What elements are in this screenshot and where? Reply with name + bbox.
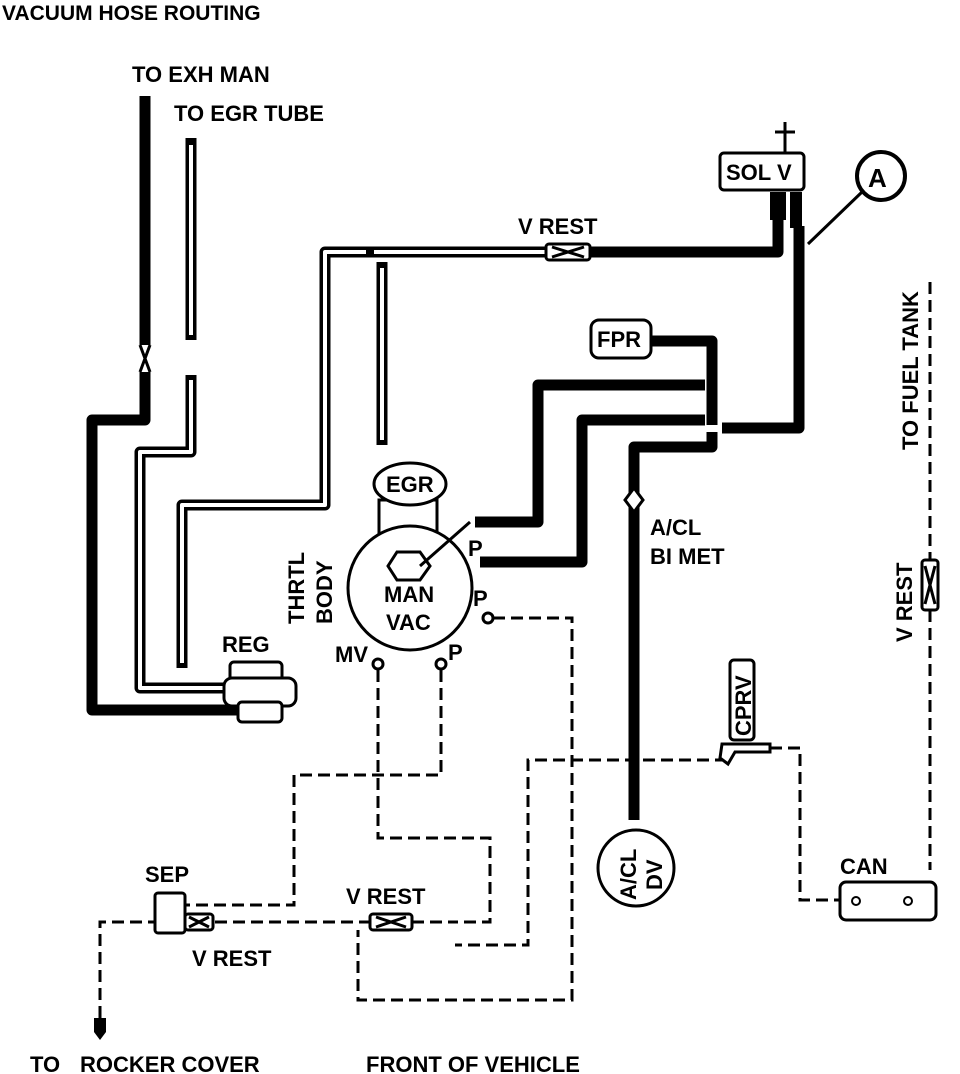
hose-fpr-to-junction	[651, 335, 718, 425]
dash-sep-to-rocker	[98, 920, 160, 1020]
sol-v-port-right	[790, 192, 802, 228]
fpr-label: FPR	[597, 327, 641, 352]
port-p3	[434, 657, 448, 671]
mv-label: MV	[335, 642, 368, 667]
cprv-fitting	[718, 742, 772, 767]
can-label: CAN	[840, 854, 888, 879]
acl-dv-label-1: A/CL	[616, 849, 641, 900]
dash-p3-to-sep	[186, 670, 443, 907]
reg-bottom	[236, 700, 284, 724]
dash-mv-to-vrest-mid	[376, 670, 492, 924]
v-rest-top-label: V REST	[518, 214, 598, 239]
hose-exh-man-pinch	[138, 344, 152, 373]
to-egr-tube-label: TO EGR TUBE	[174, 101, 324, 126]
marker-a-leader	[806, 190, 864, 246]
sol-v-port-left	[770, 192, 786, 220]
cprv-label: CPRV	[731, 675, 756, 736]
dash-port-p4-to-front	[356, 616, 574, 1002]
to-fuel-tank-label: TO FUEL TANK	[898, 291, 923, 450]
hose-exh-man-to-reg	[86, 96, 248, 716]
dash-cprv-loop	[455, 758, 727, 947]
throttle-body-leader	[419, 520, 471, 568]
hose-junction-to-acl-dv	[628, 432, 718, 820]
throttle-body-hex	[386, 550, 432, 582]
egr-label: EGR	[386, 472, 434, 497]
dash-cprv-to-can	[770, 746, 840, 902]
acl-bimet-label-1: A/CL	[650, 515, 701, 540]
rocker-arrow	[94, 1018, 106, 1040]
marker-a-label: A	[868, 163, 887, 193]
port-mv	[371, 657, 385, 671]
thrtl-label: THRTL	[284, 552, 309, 624]
acl-dv-label-2: DV	[642, 859, 667, 890]
port-p1-label: P	[468, 536, 483, 561]
cprv-box	[728, 658, 756, 742]
hose-reg-to-top	[176, 246, 370, 668]
acl-bimet-label-2: BI MET	[650, 544, 725, 569]
rocker-cover-label: ROCKER COVER	[80, 1052, 260, 1074]
man-label: MAN	[384, 582, 434, 607]
vac-label: VAC	[386, 610, 431, 635]
hose-junction-to-port-p2	[480, 414, 705, 568]
hose-junction-to-port-p1	[475, 379, 705, 528]
marker-a-circle	[855, 150, 907, 202]
diagram-title: VACUUM HOSE ROUTING	[2, 2, 261, 25]
port-p3-label: P	[448, 640, 463, 665]
can-body	[838, 880, 938, 922]
throttle-body	[346, 524, 474, 652]
sol-v-label: SOL V	[726, 160, 792, 185]
port-p2-label: P	[473, 586, 488, 611]
to-exh-man-label: TO EXH MAN	[132, 62, 270, 87]
body-label: BODY	[312, 560, 337, 624]
sep-box	[153, 891, 187, 935]
sol-v-box	[718, 151, 806, 192]
v-rest-left-label: V REST	[192, 946, 272, 971]
sol-v-terminal	[775, 122, 795, 152]
hose-solv-down	[722, 226, 805, 434]
egr-valve	[372, 461, 448, 507]
v-rest-mid-label: V REST	[346, 884, 426, 909]
port-p4	[481, 611, 495, 625]
front-of-vehicle-label: FRONT OF VEHICLE	[366, 1052, 580, 1074]
acl-dv	[596, 828, 676, 908]
acl-bimet-valve	[623, 485, 645, 515]
v-rest-right-label: V REST	[892, 562, 917, 642]
hose-vrest-to-solv	[590, 220, 784, 258]
reg-label: REG	[222, 632, 270, 657]
sep-label: SEP	[145, 862, 189, 887]
to-label: TO	[30, 1052, 60, 1074]
